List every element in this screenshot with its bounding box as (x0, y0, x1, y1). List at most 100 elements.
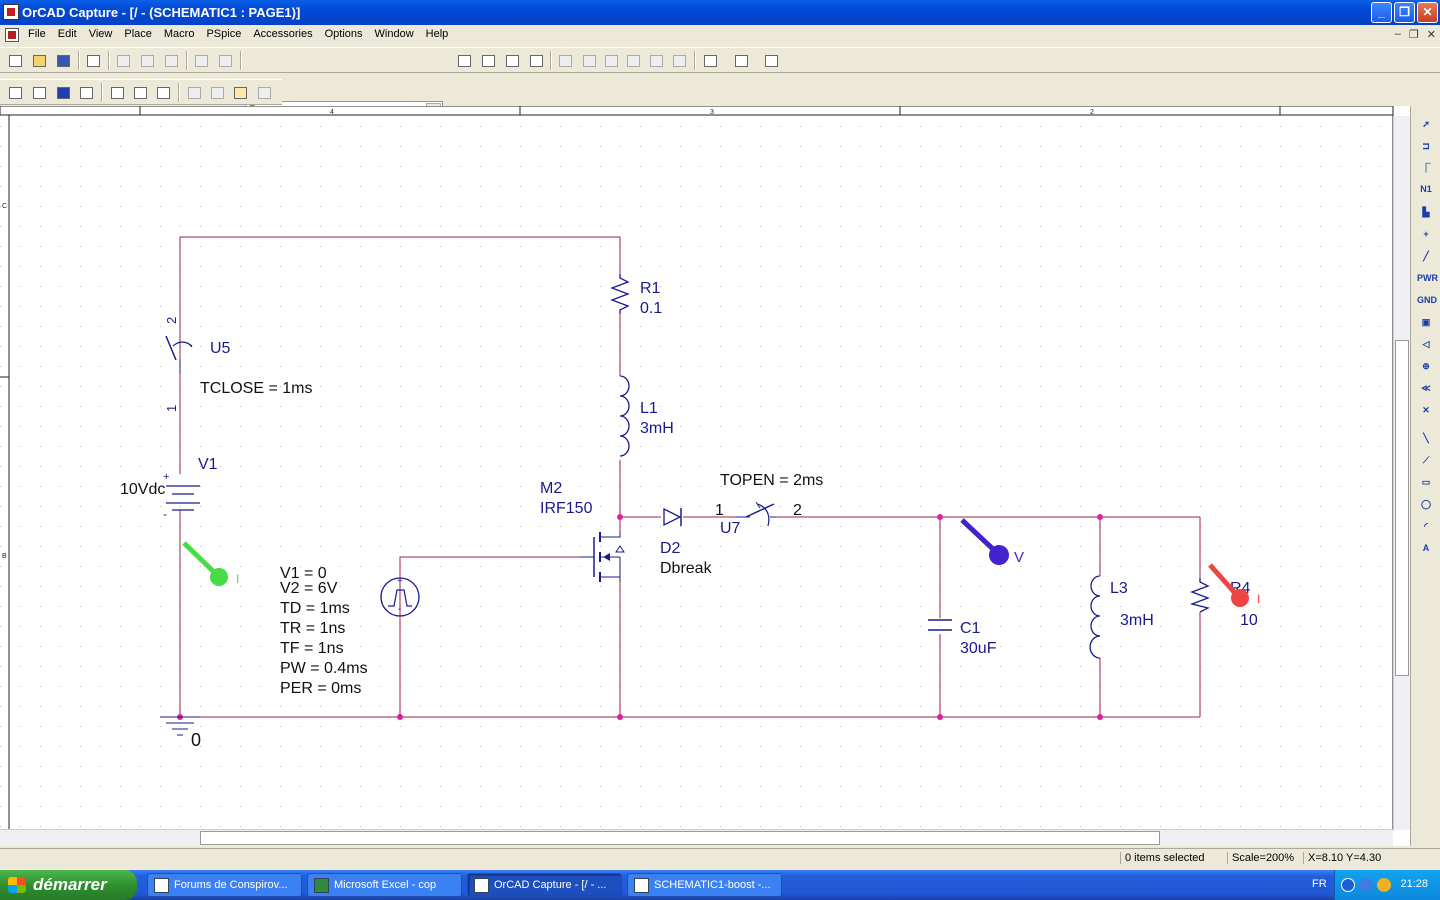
part-icon[interactable]: ⊐ (1422, 141, 1430, 151)
menu-accessories[interactable]: Accessories (253, 28, 313, 40)
text-icon[interactable]: A (1422, 543, 1430, 553)
start-button[interactable]: démarrer (0, 870, 137, 900)
tray-arrow-icon[interactable] (1341, 878, 1355, 892)
pulse-source[interactable]: + - (380, 557, 420, 717)
menu-macro[interactable]: Macro (163, 28, 195, 40)
mdi-minimize-button[interactable]: – (1394, 28, 1401, 40)
switch-u7[interactable]: 1 2 U7 TOPEN = 2ms (715, 472, 823, 537)
off-page-icon[interactable]: ≪ (1421, 383, 1431, 393)
hierarchical-block-icon[interactable]: ▣ (1421, 317, 1431, 327)
annotate-icon[interactable] (555, 51, 575, 70)
snap-to-grid-icon[interactable] (700, 51, 720, 70)
tray-app-icon[interactable] (1377, 878, 1391, 892)
menu-help[interactable]: Help (425, 28, 449, 40)
power-icon[interactable]: PWR (1417, 273, 1438, 283)
cut-icon[interactable] (113, 51, 133, 70)
bus-icon[interactable]: ▙ (1422, 207, 1430, 217)
voltage-marker-icon[interactable] (107, 83, 127, 102)
ruler-label-4: 4 (330, 109, 334, 116)
mosfet-m2[interactable]: M2 IRF150 (540, 480, 625, 582)
zoom-area-icon[interactable] (502, 51, 522, 70)
bill-of-materials-icon[interactable] (669, 51, 689, 70)
menu-edit[interactable]: Edit (57, 28, 77, 40)
ground-icon[interactable]: GND (1417, 295, 1437, 305)
net-alias-icon[interactable]: N1 (1420, 184, 1432, 194)
rectangle-icon[interactable]: ▭ (1421, 477, 1431, 487)
select-icon[interactable]: ➚ (1422, 119, 1430, 129)
bias-current-icon[interactable] (230, 83, 250, 102)
zoom-all-icon[interactable] (526, 51, 546, 70)
new-icon[interactable] (5, 51, 25, 70)
mdi-restore-button[interactable]: ❐ (1408, 29, 1419, 41)
language-indicator[interactable]: FR (1312, 878, 1327, 890)
polyline-icon[interactable]: ⟋ (1422, 455, 1430, 465)
menu-file[interactable]: File (28, 28, 46, 40)
vertical-scrollbar[interactable] (1393, 116, 1410, 830)
close-button[interactable]: ✕ (1417, 2, 1438, 23)
bus-entry-icon[interactable]: ╱ (1423, 251, 1429, 261)
pin-icon[interactable]: ⊕ (1422, 361, 1430, 371)
task-schematic-boost[interactable]: SCHEMATIC1-boost -... (627, 873, 782, 897)
switch-u5[interactable]: 2 1 U5 TCLOSE = 1ms (164, 317, 312, 412)
source-v1[interactable]: + - V1 10Vdc (120, 456, 218, 521)
current-probe-left[interactable]: I (182, 541, 239, 586)
wire-icon[interactable]: ⎾ (1421, 163, 1431, 173)
bias-voltage-icon[interactable] (184, 83, 204, 102)
menu-place[interactable]: Place (124, 28, 152, 40)
copy-icon[interactable] (137, 51, 157, 70)
new-simulation-icon[interactable] (5, 83, 25, 102)
tray-network-icon[interactable] (1359, 878, 1373, 892)
edit-simulation-icon[interactable] (29, 83, 49, 102)
bias-voltage-toggle-icon[interactable] (207, 83, 227, 102)
save-icon[interactable] (53, 51, 73, 70)
task-orcad[interactable]: OrCAD Capture - [/ - ... (467, 873, 622, 897)
document-icon[interactable] (5, 28, 19, 42)
no-connect-icon[interactable]: ✕ (1422, 405, 1430, 415)
current-probe-right[interactable]: I (1208, 563, 1260, 607)
drc-icon[interactable] (601, 51, 621, 70)
bias-power-icon[interactable] (254, 83, 274, 102)
arc-icon[interactable]: ◜ (1424, 521, 1428, 531)
task-forums[interactable]: Forums de Conspirov... (147, 873, 302, 897)
open-icon[interactable] (29, 51, 49, 70)
menu-pspice[interactable]: PSpice (206, 28, 242, 40)
voltage-probe[interactable]: V (960, 518, 1024, 566)
power-marker-icon[interactable] (153, 83, 173, 102)
diode-d2[interactable]: D2 Dbreak (660, 507, 713, 577)
menu-window[interactable]: Window (374, 28, 414, 40)
view-results-icon[interactable] (76, 83, 96, 102)
horizontal-scroll-thumb[interactable] (200, 831, 1160, 845)
help-icon[interactable] (761, 51, 781, 70)
inductor-l1[interactable]: L1 3mH (619, 375, 674, 457)
mdi-close-button[interactable]: ✕ (1426, 29, 1436, 41)
junction-icon[interactable]: + (1423, 229, 1429, 239)
ground-symbol[interactable]: 0 (160, 716, 201, 750)
maximize-button[interactable]: ❐ (1394, 2, 1415, 23)
resistor-r1[interactable]: R1 0.1 (610, 274, 662, 317)
redo-icon[interactable] (215, 51, 235, 70)
paste-icon[interactable] (161, 51, 181, 70)
zoom-in-icon[interactable] (454, 51, 474, 70)
current-marker-icon[interactable] (130, 83, 150, 102)
print-icon[interactable] (83, 51, 103, 70)
line-icon[interactable]: ╲ (1423, 433, 1429, 443)
inductor-l3[interactable]: L3 3mH (1089, 575, 1154, 659)
zoom-out-icon[interactable] (478, 51, 498, 70)
cross-reference-icon[interactable] (646, 51, 666, 70)
horizontal-scrollbar[interactable] (0, 829, 1393, 846)
port-icon[interactable]: ◁ (1422, 339, 1430, 349)
netlist-icon[interactable] (623, 51, 643, 70)
ellipse-icon[interactable]: ◯ (1420, 499, 1432, 509)
capacitor-c1[interactable]: C1 30uF (928, 619, 997, 657)
orcad-app-icon[interactable] (3, 4, 19, 20)
project-manager-icon[interactable] (731, 51, 751, 70)
menu-options[interactable]: Options (324, 28, 363, 40)
undo-icon[interactable] (191, 51, 211, 70)
vertical-scroll-thumb[interactable] (1395, 340, 1409, 676)
minimize-button[interactable]: _ (1371, 2, 1392, 23)
run-simulation-icon[interactable] (53, 83, 73, 102)
menu-view[interactable]: View (88, 28, 113, 40)
back-annotate-icon[interactable] (579, 51, 599, 70)
schematic-canvas[interactable]: 4 3 2 C B (0, 106, 1410, 846)
task-excel[interactable]: Microsoft Excel - cop (307, 873, 462, 897)
